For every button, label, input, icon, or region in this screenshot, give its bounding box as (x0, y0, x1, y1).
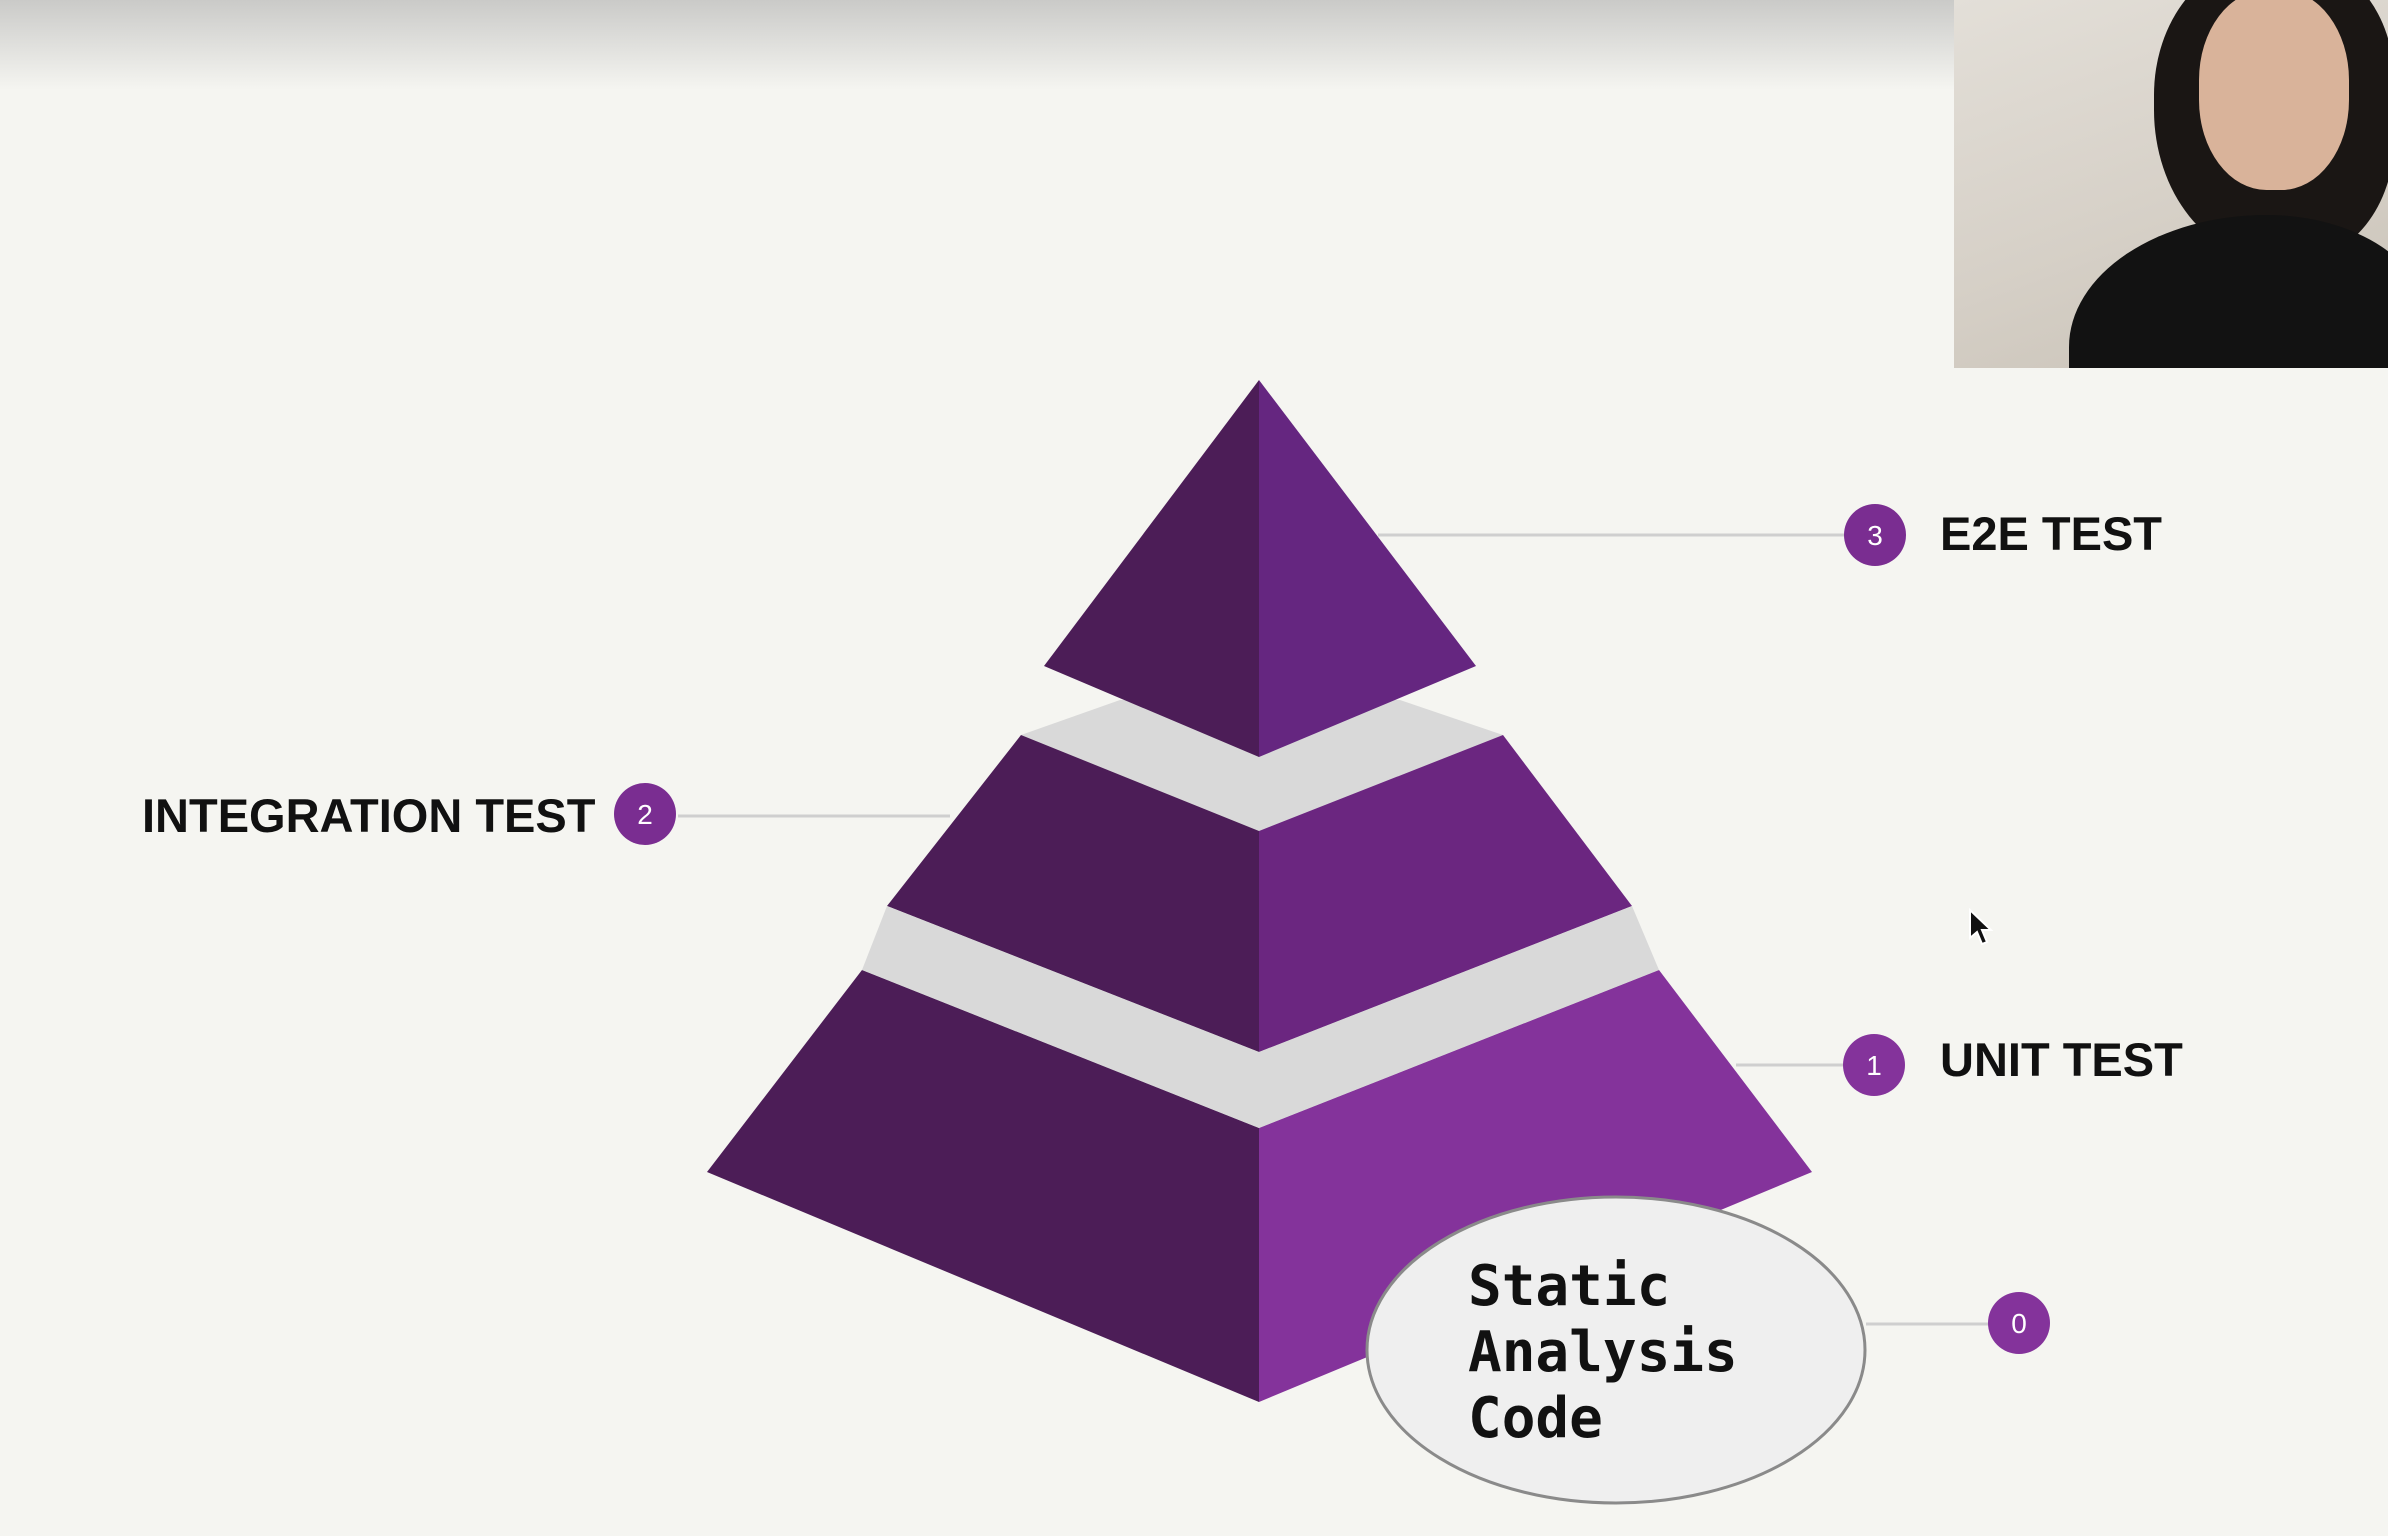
webcam-video-feed (1954, 0, 2388, 368)
label-e2e-test: E2E TEST (1940, 507, 2162, 560)
badge-unit: 1 (1843, 1034, 1905, 1096)
badge-static-number: 0 (2011, 1308, 2027, 1339)
badge-static: 0 (1988, 1292, 2050, 1354)
static-analysis-callout: Static Analysis Code (1365, 1195, 1867, 1505)
tier-integration-right-face (1259, 735, 1632, 1052)
tier-e2e-left-face (1044, 380, 1259, 757)
tier-integration-left-face (887, 735, 1259, 1052)
badge-integration: 2 (614, 783, 676, 845)
tier-unit-gap (862, 906, 1659, 1128)
arrow-cursor-icon (1969, 908, 1994, 946)
tier-integration-separator (1021, 700, 1503, 831)
badge-e2e-number: 3 (1867, 520, 1883, 551)
badge-integration-number: 2 (637, 799, 653, 830)
badge-e2e: 3 (1844, 504, 1906, 566)
label-integration-test: INTEGRATION TEST (142, 789, 596, 842)
tier-unit-left-face (707, 970, 1259, 1402)
label-unit-test: UNIT TEST (1940, 1033, 2183, 1086)
static-analysis-line-2: Analysis (1468, 1320, 1738, 1385)
presenter-face (2199, 0, 2349, 190)
pyramid-tier-e2e (1044, 380, 1476, 757)
tier-e2e-right-face (1259, 380, 1476, 757)
badge-unit-number: 1 (1866, 1050, 1882, 1081)
static-analysis-line-1: Static (1468, 1254, 1670, 1319)
pyramid-tier-integration (862, 700, 1659, 1128)
presenter-shirt (2069, 215, 2388, 368)
static-analysis-line-3: Code (1468, 1386, 1603, 1451)
